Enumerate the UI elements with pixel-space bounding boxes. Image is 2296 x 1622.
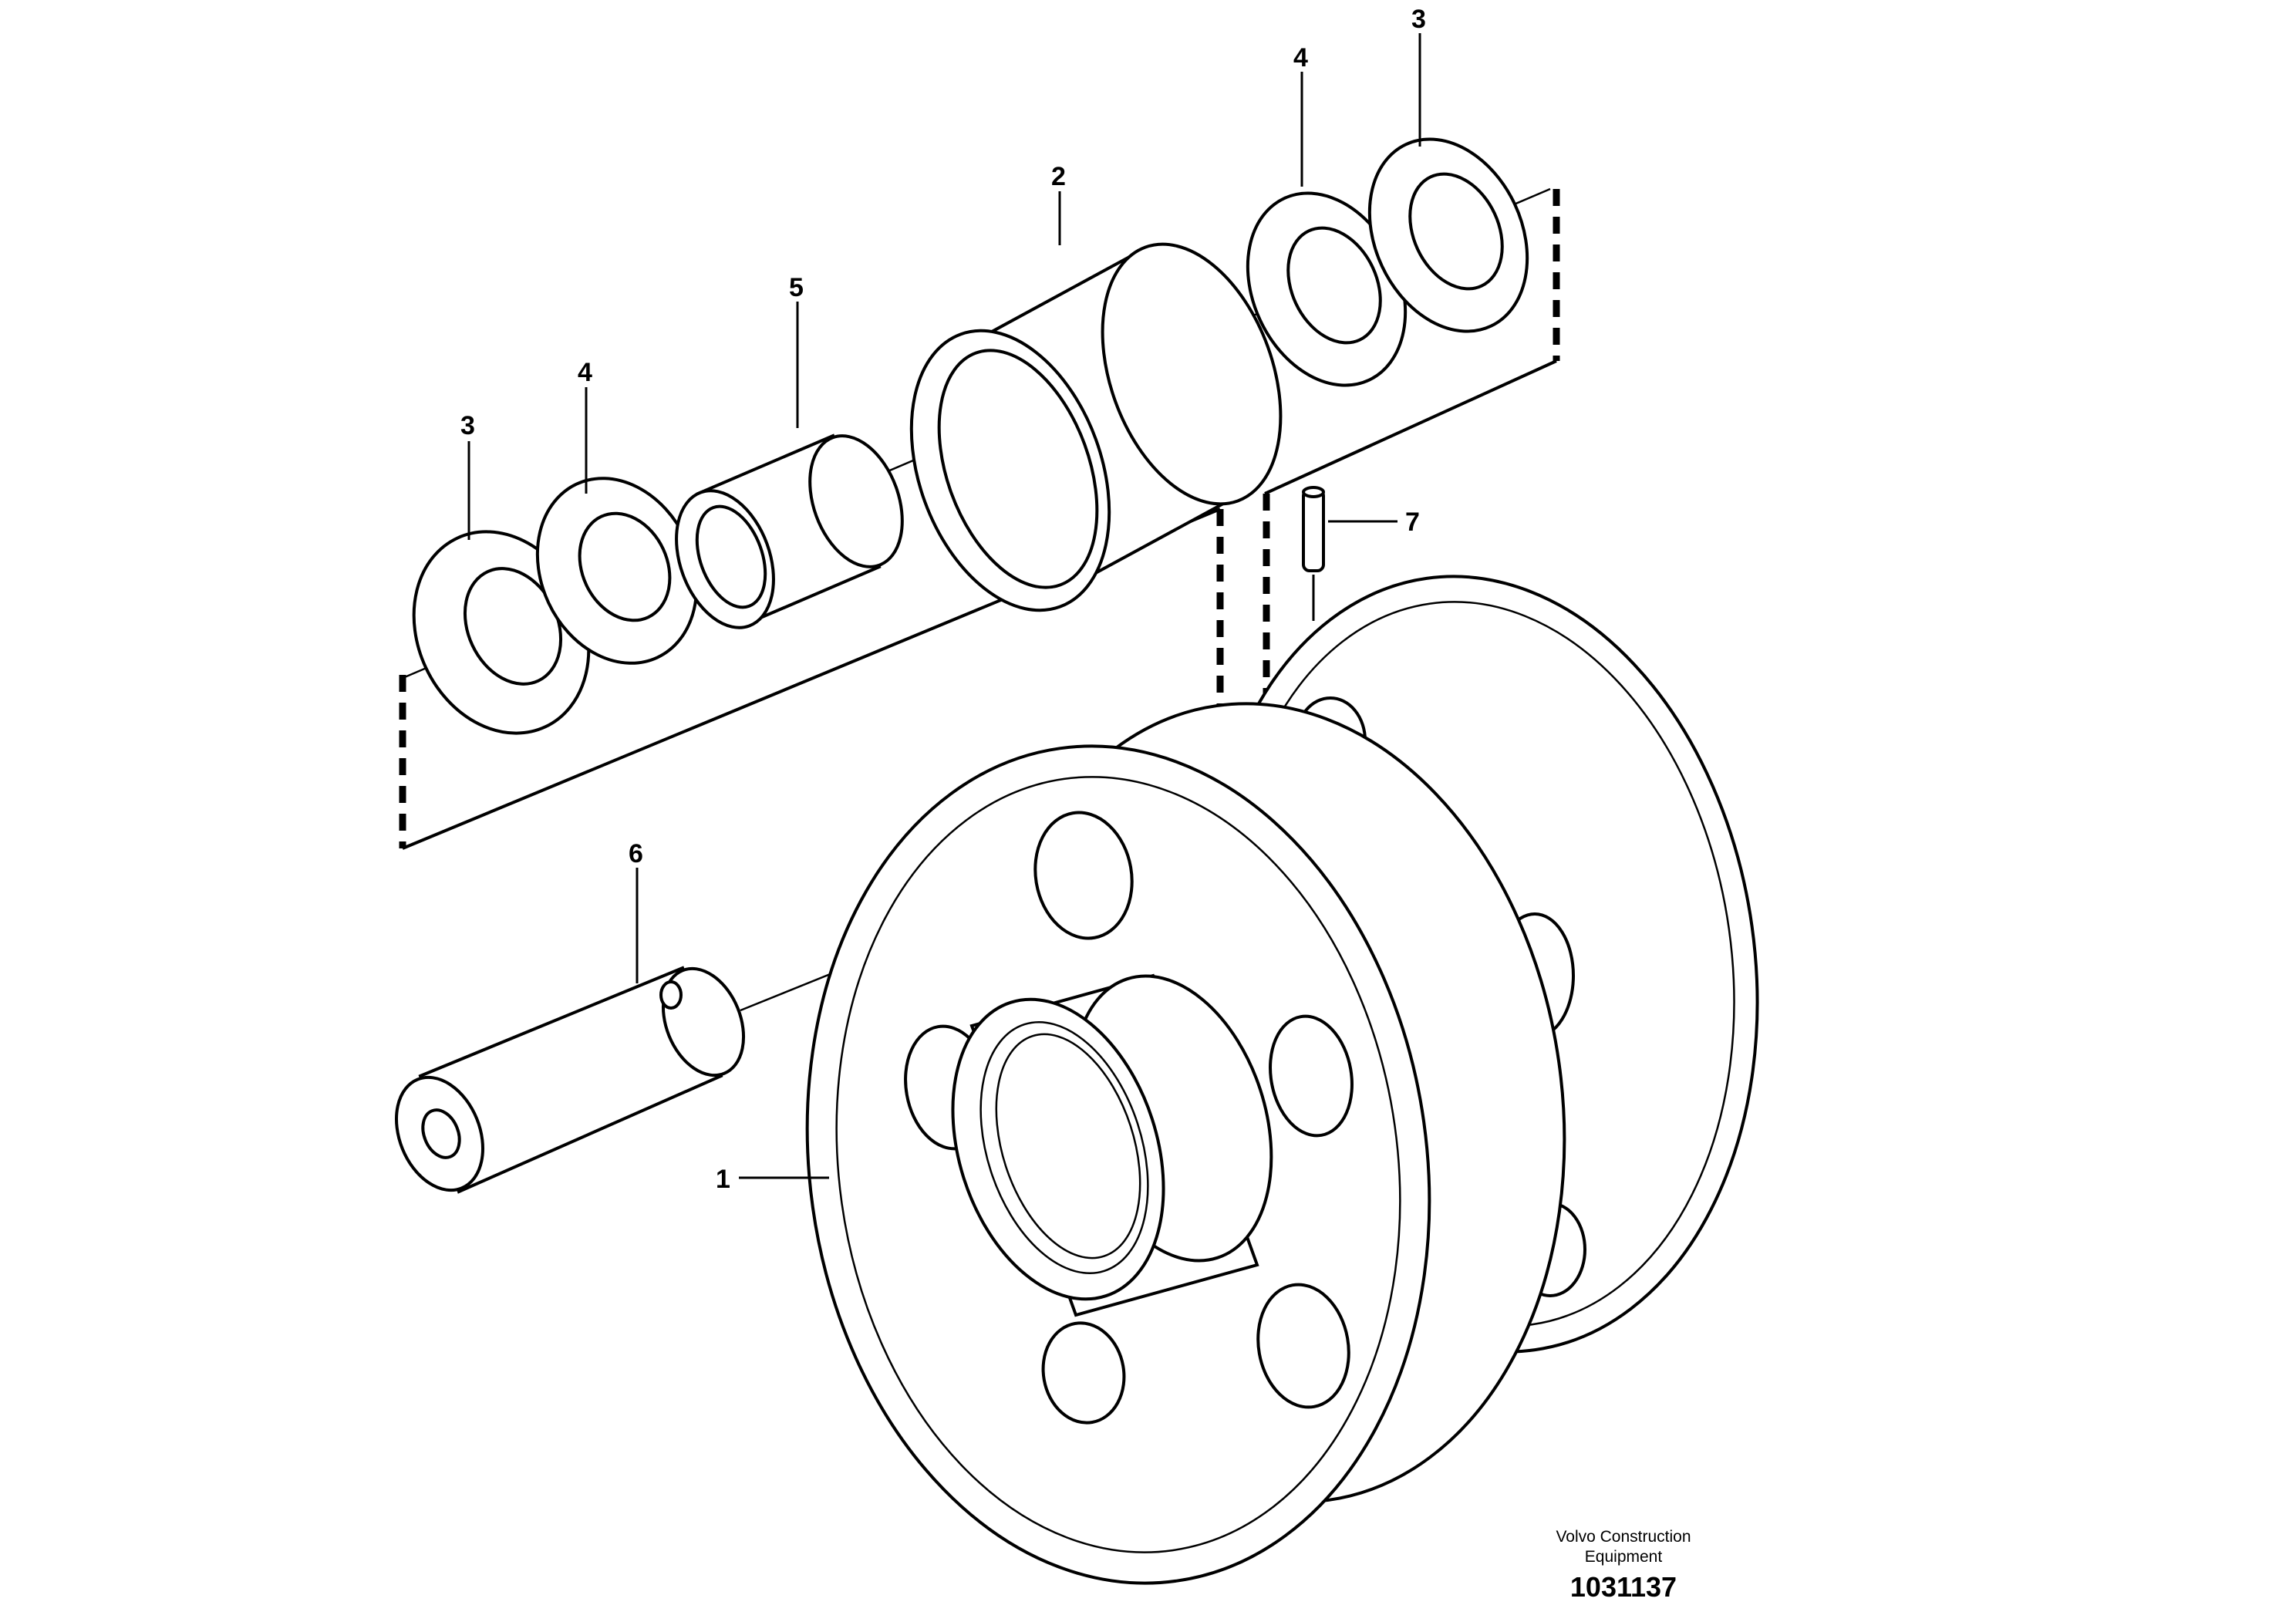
figure-number: 1031137 (1570, 1571, 1677, 1603)
leader-lines (467, 33, 1421, 1179)
part-6-shaft (395, 966, 746, 1194)
callout-6: 6 (629, 839, 643, 868)
callout-1: 1 (716, 1165, 730, 1194)
callout-4-right: 4 (1293, 43, 1308, 73)
part-3-right-washer (1367, 137, 1529, 333)
part-7-roll-pin (1302, 486, 1325, 572)
part-1-compound-gear (805, 575, 1759, 1585)
callout-4-left: 4 (578, 358, 592, 387)
callout-3-right: 3 (1411, 5, 1426, 34)
credit-line-1: Volvo Construction (1556, 1528, 1691, 1546)
callout-2: 2 (1051, 162, 1066, 191)
part-4-left-washer (535, 477, 699, 665)
credit-line-2: Equipment (1585, 1548, 1663, 1566)
callout-3-left: 3 (460, 411, 475, 440)
part-2-spur-gear (909, 242, 1283, 612)
callout-7: 7 (1405, 508, 1420, 537)
part-5-splined-bushing (675, 433, 904, 629)
callout-5: 5 (789, 273, 804, 302)
part-4-right-washer (1246, 191, 1408, 387)
